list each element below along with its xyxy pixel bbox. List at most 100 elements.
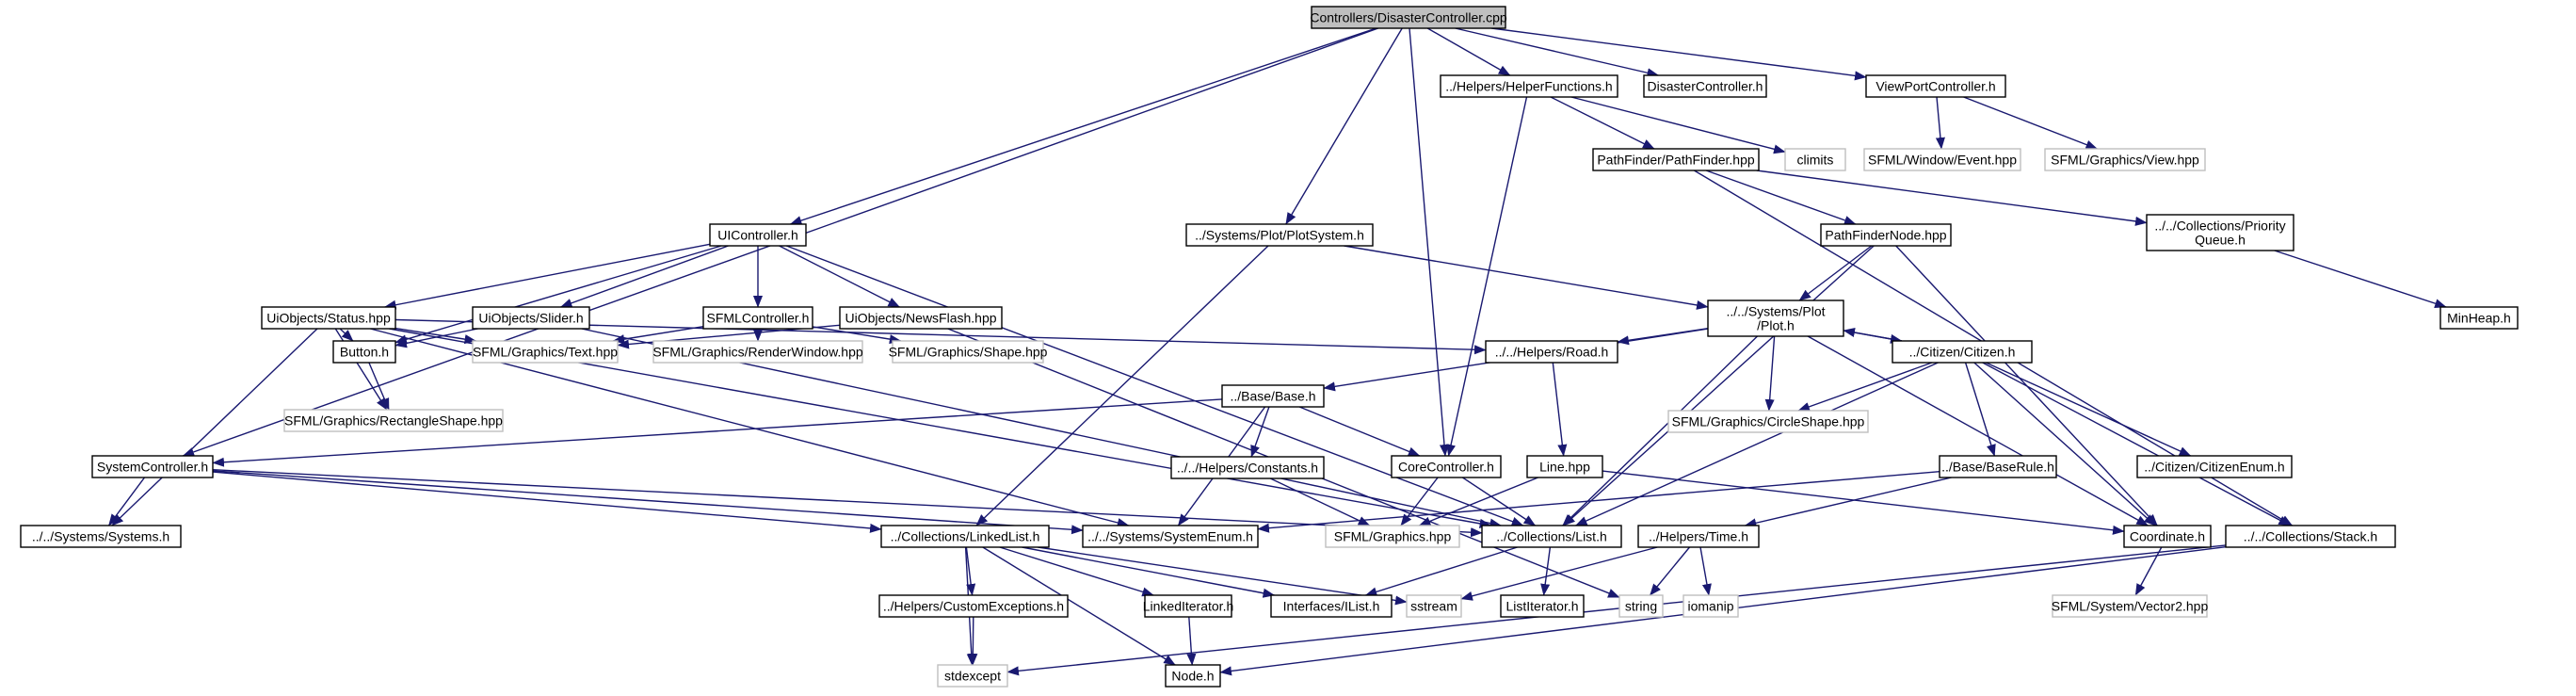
node-root[interactable]: Controllers/DisasterController.cpp <box>1310 6 1507 29</box>
node-plotsystem[interactable]: ../Systems/Plot/PlotSystem.h <box>1185 223 1374 247</box>
node-box <box>839 306 1003 330</box>
node-box <box>1481 525 1622 548</box>
node-label: SFML/Window/Event.hpp <box>1868 153 2017 168</box>
node-iomanip: iomanip <box>1682 594 1739 618</box>
node-label: climits <box>1797 153 1834 168</box>
edge-uicontroller-to-newsflash <box>779 245 900 308</box>
node-citizenenum[interactable]: ../Citizen/CitizenEnum.h <box>2136 455 2293 478</box>
node-road[interactable]: ../../Helpers/Road.h <box>1485 340 1618 364</box>
node-sfml_shape: SFML/Graphics/Shape.hpp <box>889 340 1048 364</box>
node-label: ../Base/Base.h <box>1230 389 1315 404</box>
node-node[interactable]: Node.h <box>1165 664 1221 688</box>
node-time[interactable]: ../Helpers/Time.h <box>1637 525 1760 548</box>
node-base[interactable]: ../Base/Base.h <box>1221 384 1325 408</box>
node-box <box>1185 223 1374 247</box>
node-box <box>2052 594 2208 618</box>
node-uicontroller[interactable]: UIController.h <box>709 223 807 247</box>
edge-button-to-sfml_rectangleshape <box>368 362 390 411</box>
node-label: iomanip <box>1687 599 1733 614</box>
node-label: ListIterator.h <box>1505 599 1578 614</box>
node-label: SFMLController.h <box>707 311 810 326</box>
edge-plotsystem-to-linkedlist <box>975 245 1269 526</box>
node-stack[interactable]: ../../Collections/Stack.h <box>2225 525 2396 548</box>
edge-citizen-to-list <box>1575 362 1939 526</box>
node-pathfinder[interactable]: PathFinder/PathFinder.hpp <box>1592 148 1760 171</box>
node-label: SFML/Graphics/CircleShape.hpp <box>1672 414 1865 429</box>
edge-systemcontroller-to-list <box>212 469 1483 538</box>
edge-time-to-iomanip <box>1699 546 1712 596</box>
node-baserule[interactable]: ../Base/BaseRule.h <box>1939 455 2057 478</box>
edge-citizen-to-stack <box>1982 362 2291 526</box>
node-label: ../Collections/List.h <box>1496 529 1607 544</box>
edges-layer <box>107 27 2447 676</box>
node-plot[interactable]: ../../Systems/Plot/Plot.h <box>1707 299 1844 337</box>
node-box <box>1170 456 1325 479</box>
node-box <box>1270 594 1393 618</box>
node-label: ../Helpers/HelperFunctions.h <box>1445 79 1612 94</box>
node-climits: climits <box>1784 148 1846 171</box>
node-systemenum[interactable]: ../../Systems/SystemEnum.h <box>1082 525 1259 548</box>
node-sfml_view: SFML/Graphics/View.hpp <box>2044 148 2206 171</box>
node-box <box>1311 6 1506 29</box>
edge-plot-to-list <box>1562 335 1758 526</box>
node-sfml_graphics: SFML/Graphics.hpp <box>1325 525 1460 548</box>
node-label: SystemController.h <box>97 460 208 475</box>
node-linkediterator[interactable]: LinkedIterator.h <box>1143 594 1234 618</box>
edge-root-to-helperfunctions <box>1426 27 1511 76</box>
node-box <box>702 306 813 330</box>
node-label: SFML/Graphics/Text.hpp <box>473 345 618 360</box>
node-slider[interactable]: UiObjects/Slider.h <box>472 306 590 330</box>
edge-pathfinder-to-pathfindernode <box>1705 170 1857 225</box>
node-label: ../../Systems/SystemEnum.h <box>1087 529 1253 544</box>
node-label: Controllers/DisasterController.cpp <box>1310 10 1507 25</box>
node-newsflash[interactable]: UiObjects/NewsFlash.hpp <box>839 306 1003 330</box>
edge-base-to-systemcontroller <box>212 398 1223 467</box>
node-pathfindernode[interactable]: PathFinderNode.hpp <box>1820 223 1952 247</box>
node-customexceptions[interactable]: ../Helpers/CustomExceptions.h <box>878 594 1069 618</box>
node-viewportcontroller[interactable]: ViewPortController.h <box>1865 74 2006 98</box>
node-disastercontroller_h[interactable]: DisasterController.h <box>1643 74 1767 98</box>
node-box <box>1144 594 1232 618</box>
edge-priorityqueue-to-minheap <box>2274 250 2447 309</box>
node-list[interactable]: ../Collections/List.h <box>1481 525 1622 548</box>
node-box <box>1892 340 2033 364</box>
node-constants[interactable]: ../../Helpers/Constants.h <box>1170 456 1325 479</box>
node-line[interactable]: Line.hpp <box>1526 455 1603 478</box>
node-systems[interactable]: ../../Systems/Systems.h <box>20 525 182 548</box>
edge-root-to-uicontroller <box>789 27 1377 225</box>
edge-road-to-line <box>1552 362 1568 457</box>
edge-plot-to-coordinate <box>1807 335 2149 526</box>
node-box <box>1682 594 1739 618</box>
node-listiterator[interactable]: ListIterator.h <box>1500 594 1585 618</box>
node-helperfunctions[interactable]: ../Helpers/HelperFunctions.h <box>1440 74 1618 98</box>
edge-status-to-sfml_text <box>394 327 477 345</box>
node-systemcontroller[interactable]: SystemController.h <box>91 455 214 478</box>
edge-helperfunctions-to-climits <box>1570 96 1786 154</box>
node-label: CoreController.h <box>1398 460 1494 475</box>
edge-status-to-systems <box>111 328 318 526</box>
node-status[interactable]: UiObjects/Status.hpp <box>261 306 396 330</box>
node-box <box>892 340 1044 364</box>
node-linkedlist[interactable]: ../Collections/LinkedList.h <box>880 525 1050 548</box>
node-button[interactable]: Button.h <box>332 340 396 364</box>
node-label: Coordinate.h <box>2130 529 2205 544</box>
node-box <box>1391 455 1502 478</box>
node-box <box>1939 455 2057 478</box>
node-box <box>1643 74 1767 98</box>
node-box <box>1440 74 1618 98</box>
node-sfmlcontroller[interactable]: SFMLController.h <box>702 306 813 330</box>
node-corecontroller[interactable]: CoreController.h <box>1391 455 1502 478</box>
node-box <box>1637 525 1760 548</box>
node-ilist[interactable]: Interfaces/IList.h <box>1270 594 1393 618</box>
node-label: string <box>1625 599 1657 614</box>
node-coordinate[interactable]: Coordinate.h <box>2123 525 2212 548</box>
edge-corecontroller-to-sfml_graphics <box>1400 477 1439 526</box>
node-citizen[interactable]: ../Citizen/Citizen.h <box>1892 340 2033 364</box>
node-label: SFML/System/Vector2.hpp <box>2052 599 2209 614</box>
edge-plot-to-sfml_circleshape <box>1764 335 1776 412</box>
node-box <box>2044 148 2206 171</box>
node-label: ../../Helpers/Road.h <box>1495 345 1609 360</box>
node-minheap[interactable]: MinHeap.h <box>2439 306 2519 330</box>
edge-base-to-constants <box>1250 406 1270 458</box>
